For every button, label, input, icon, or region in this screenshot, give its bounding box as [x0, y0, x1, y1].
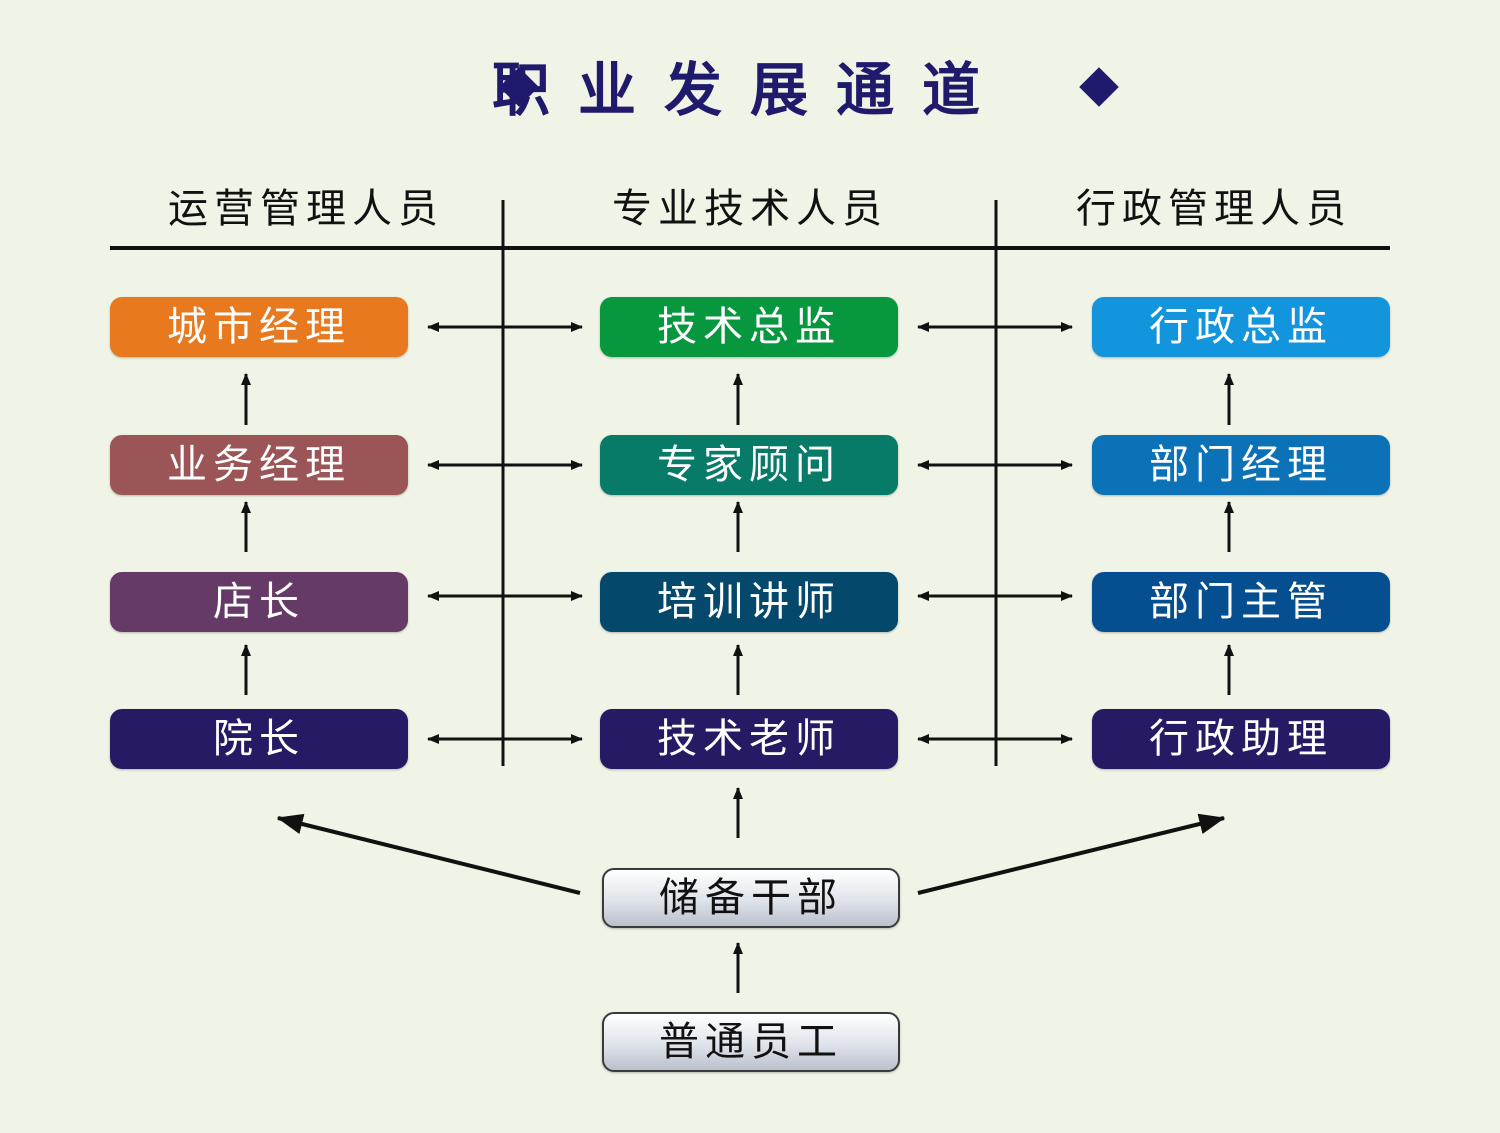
diagonal-arrows	[276, 813, 1226, 895]
column-header-admin: 行政管理人员	[1076, 186, 1352, 232]
node-reserve-cadre: 储备干部	[602, 868, 900, 928]
node-admin-assistant: 行政助理	[1092, 709, 1390, 769]
node-technical-director: 技术总监	[600, 297, 898, 357]
node-business-manager: 业务经理	[110, 435, 408, 495]
node-store-manager: 店长	[110, 572, 408, 632]
node-city-manager: 城市经理	[110, 297, 408, 357]
node-training-lecturer: 培训讲师	[600, 572, 898, 632]
node-department-manager: 部门经理	[1092, 435, 1390, 495]
diag-arrow-left	[276, 813, 581, 895]
diag-arrow-right	[917, 813, 1226, 895]
column-header-operations: 运营管理人员	[168, 186, 444, 232]
node-director: 院长	[110, 709, 408, 769]
node-technical-teacher: 技术老师	[600, 709, 898, 769]
horizontal-arrows	[427, 322, 1073, 744]
node-general-staff: 普通员工	[602, 1012, 900, 1072]
node-department-supervisor: 部门主管	[1092, 572, 1390, 632]
page-title: 职业发展通道	[491, 56, 1008, 124]
node-expert-consultant: 专家顾问	[600, 435, 898, 495]
vertical-arrows	[241, 373, 1234, 993]
column-header-technical: 专业技术人员	[612, 186, 888, 232]
node-admin-director: 行政总监	[1092, 297, 1390, 357]
